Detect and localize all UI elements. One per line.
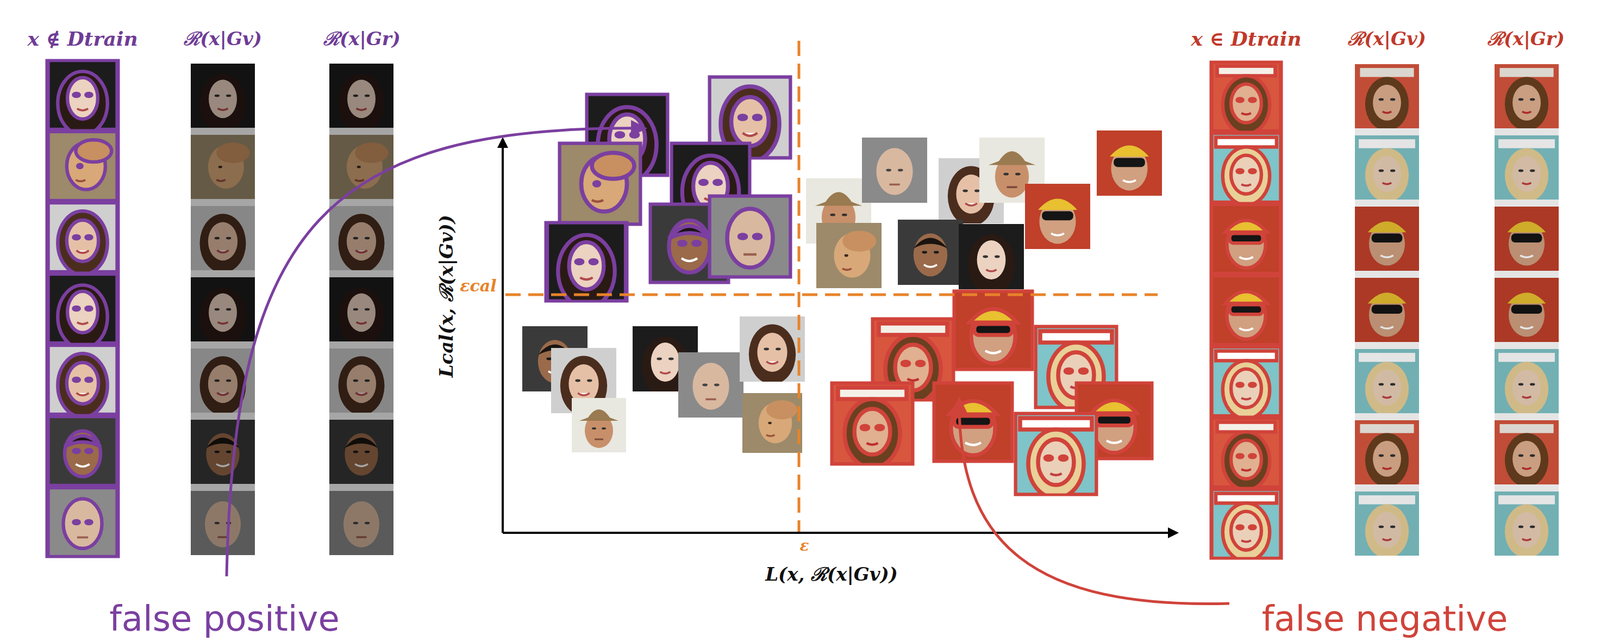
right-real-column — [1210, 61, 1282, 561]
axes — [502, 139, 1177, 533]
column-header: ℛ(x|Gv) — [1347, 28, 1427, 49]
axis-label: Lcal(x, ℛ(x|Gv)) — [436, 214, 457, 378]
false-negative-arrow — [959, 399, 1230, 604]
false-negative-faces — [831, 290, 1153, 498]
false-positive-faces — [545, 76, 791, 308]
column-header: x ∈ Dtrain — [1190, 28, 1302, 50]
left-real-column — [46, 60, 119, 557]
callout-text: false positive — [109, 599, 340, 638]
column-header: ℛ(x|Gv) — [183, 28, 262, 49]
top-right-faces — [805, 130, 1162, 295]
axis-label: L(x, ℛ(x|Gv)) — [765, 564, 898, 585]
right-generated-columns — [1354, 64, 1559, 559]
column-header: ℛ(x|Gr) — [1487, 28, 1565, 49]
column-header: x ∉ Dtrain — [27, 28, 138, 50]
column-header: ℛ(x|Gr) — [323, 28, 401, 49]
threshold-label: εcal — [459, 276, 497, 295]
threshold-label: ε — [799, 537, 809, 555]
left-generated-columns — [190, 63, 394, 555]
false-positive-arrow — [226, 128, 645, 577]
threshold-lines — [505, 40, 1158, 532]
callout-text: false negative — [1261, 599, 1509, 638]
bottom-left-faces — [522, 316, 805, 453]
